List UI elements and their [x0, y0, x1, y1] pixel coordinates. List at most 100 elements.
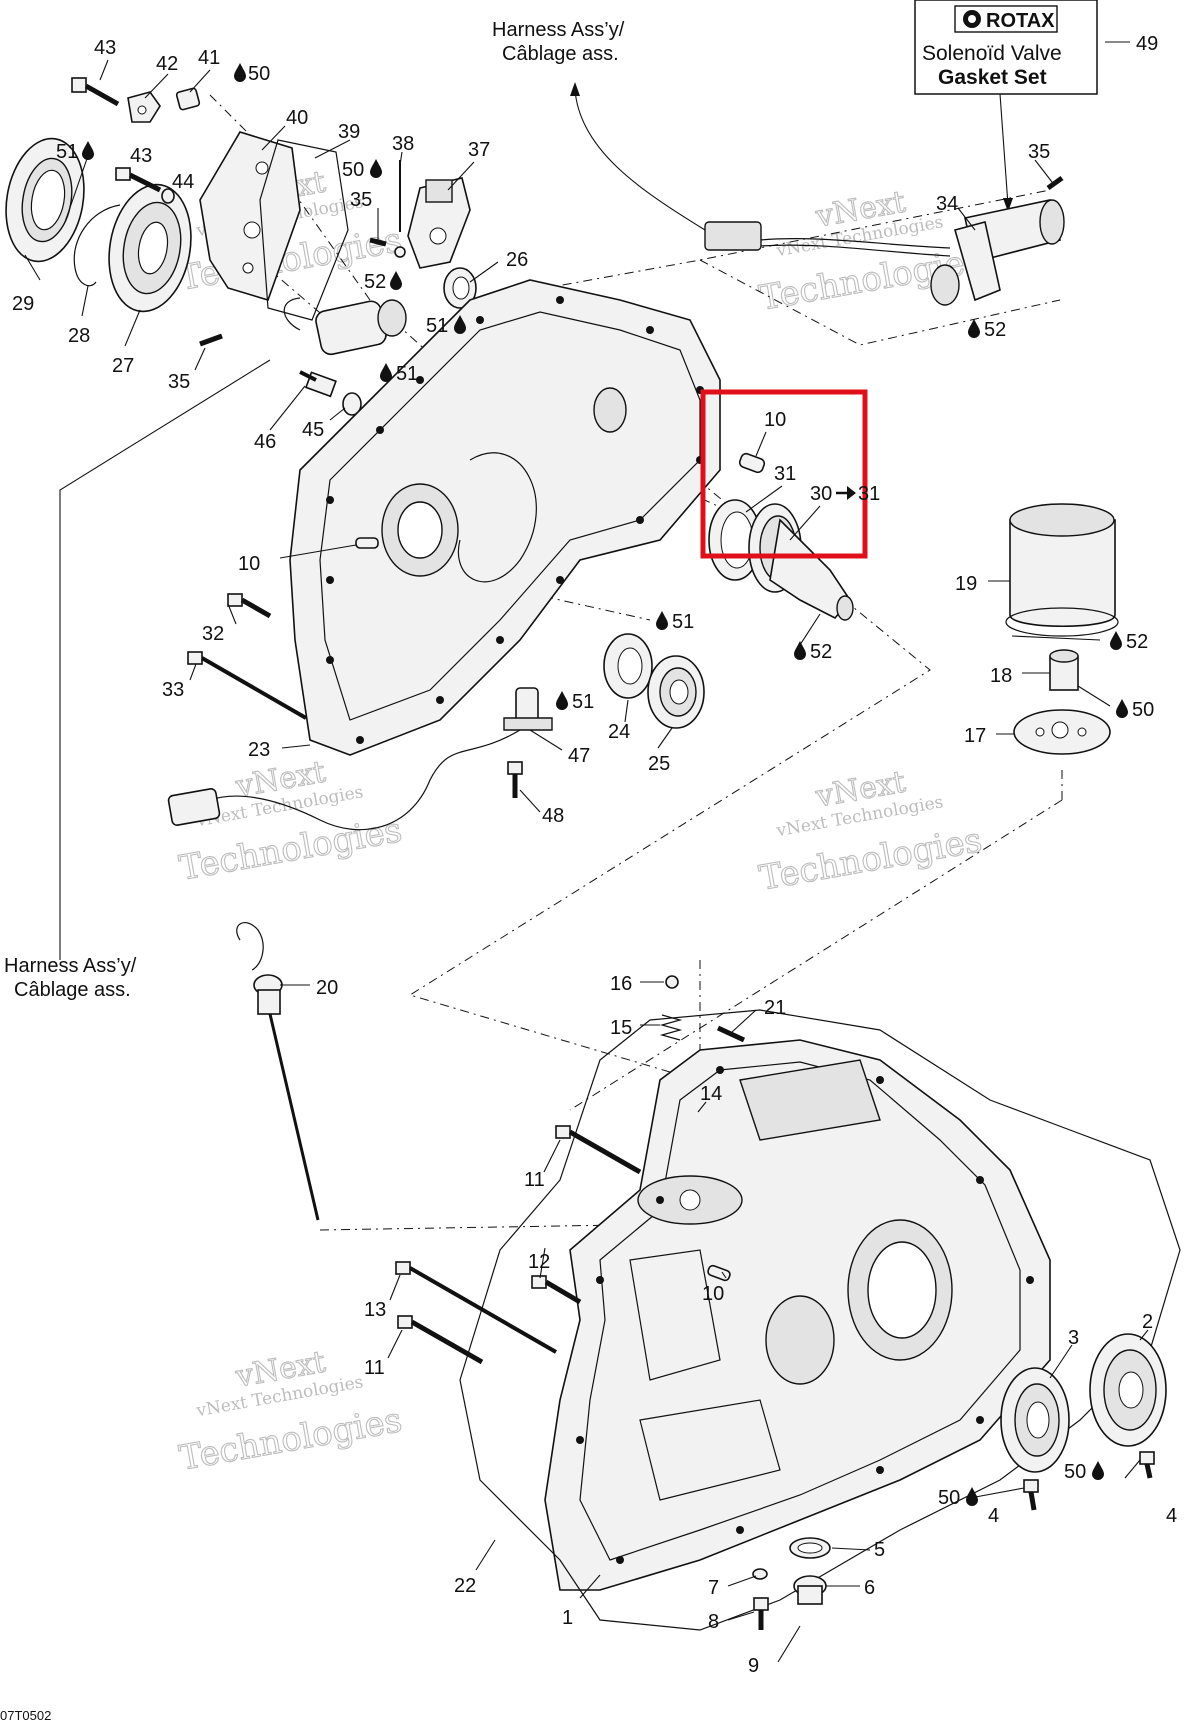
- oil-drop-icon: [556, 691, 568, 710]
- callout-42: 42: [156, 53, 178, 75]
- part-13-long-bolt: [395, 1261, 557, 1354]
- part-46-switch: [299, 370, 337, 398]
- part-16-ball: [665, 975, 679, 989]
- part-42-bracket: [127, 91, 161, 123]
- callout-16: 16: [610, 973, 632, 995]
- lube-50-b: 50: [342, 159, 364, 181]
- lube-51-a: 51: [56, 141, 78, 163]
- lube-52-d: 52: [1126, 631, 1148, 653]
- callout-15: 15: [610, 1017, 632, 1039]
- part-48-bolt: [507, 761, 523, 798]
- callout-35-c: 35: [1028, 141, 1050, 163]
- callout-26: 26: [506, 249, 528, 271]
- oil-drop-icon: [1110, 631, 1122, 650]
- harness-label-left: Harness Ass’y/ Câblage ass.: [4, 955, 137, 1001]
- callout-45: 45: [302, 419, 324, 441]
- callout-11-upper: 11: [524, 1169, 545, 1191]
- part-32-bolt: [227, 593, 272, 619]
- part-41-plug: [175, 87, 201, 111]
- callout-3: 3: [1068, 1327, 1079, 1349]
- watermark-bottom-left: vNext Technologies vNext Technologies: [176, 1344, 406, 1479]
- oil-drop-icon: [1116, 699, 1128, 718]
- callout-28: 28: [68, 325, 90, 347]
- callout-21: 21: [764, 997, 786, 1019]
- part-12-bolt: [531, 1275, 582, 1305]
- callout-47: 47: [568, 745, 590, 767]
- part-6-drain-plug: [793, 1575, 827, 1605]
- part-5-o-ring: [789, 1537, 831, 1559]
- part-30-shaft: [748, 503, 854, 621]
- part-43-bolt-lower: [115, 167, 162, 193]
- part-39-gasket: [259, 139, 349, 321]
- oil-drop-icon: [82, 141, 94, 160]
- callout-14: 14: [700, 1083, 722, 1105]
- part-47-speed-sensor: [503, 687, 553, 731]
- callout-34: 34: [936, 193, 958, 215]
- callout-7: 7: [708, 1577, 719, 1599]
- part-34-solenoid-valve: [704, 199, 1065, 306]
- callout-10-highlight: 10: [764, 409, 786, 431]
- callout-5: 5: [874, 1539, 885, 1561]
- lube-marks: 50 51 50 52 51 51 52 51 51 52 52 50 50 5…: [56, 63, 1154, 1509]
- callout-17: 17: [964, 725, 986, 747]
- callout-13: 13: [364, 1299, 386, 1321]
- callout-4-b: 4: [1166, 1505, 1177, 1527]
- arrow-right-icon: [836, 486, 856, 500]
- lube-51-c: 51: [396, 363, 418, 385]
- oil-drop-icon: [380, 363, 392, 382]
- oil-drop-icon: [1092, 1461, 1104, 1480]
- callout-6: 6: [864, 1577, 875, 1599]
- callout-40: 40: [286, 107, 308, 129]
- part-35-screw-c: [1046, 175, 1064, 191]
- callout-39: 39: [338, 121, 360, 143]
- callout-labels: 43 42 41 40 39 38 37 43 44 35 26 29 28 2…: [12, 33, 1177, 1677]
- part-18-fitting: [1049, 649, 1079, 691]
- callout-33: 33: [162, 679, 184, 701]
- part-35-screw-b: [199, 333, 223, 347]
- callout-2: 2: [1142, 1311, 1153, 1333]
- highlight-box-30-31: 10 31 30 31: [700, 389, 880, 559]
- lube-50-c: 50: [1132, 699, 1154, 721]
- solenoid-left: [283, 297, 407, 356]
- part-8-screw: [753, 1597, 769, 1630]
- callout-46: 46: [254, 431, 276, 453]
- part-33-long-bolt: [187, 651, 307, 720]
- harness-label-top: Harness Ass’y/ Câblage ass.: [492, 19, 625, 65]
- part-4-screw-b: [1139, 1451, 1155, 1479]
- part-43-bolt-upper: [71, 77, 120, 107]
- lube-52-c: 52: [810, 641, 832, 663]
- callout-49: 49: [1136, 33, 1158, 55]
- svg-text:Solenoïd Valve: Solenoïd Valve: [922, 42, 1062, 65]
- callout-43-upper: 43: [94, 37, 116, 59]
- callout-27: 27: [112, 355, 134, 377]
- svg-text:ROTAX: ROTAX: [986, 10, 1055, 32]
- callout-31-highlight: 31: [774, 463, 796, 485]
- callout-9: 9: [748, 1655, 759, 1677]
- callout-12: 12: [528, 1251, 550, 1273]
- part-3-bearing: [1000, 1367, 1070, 1473]
- sensor-wire-harness: [167, 729, 521, 831]
- callout-32: 32: [202, 623, 224, 645]
- callout-29: 29: [12, 293, 34, 315]
- part-26-seal: [443, 267, 477, 309]
- lube-50-d: 50: [938, 1487, 960, 1509]
- part-19-oil-filter: [1005, 503, 1119, 637]
- callout-18: 18: [990, 665, 1012, 687]
- part-20-dipstick: [236, 922, 320, 1221]
- part-29-oil-seal: [5, 137, 85, 263]
- part-24-seal: [603, 633, 653, 699]
- svg-text:Gasket Set: Gasket Set: [938, 66, 1047, 89]
- callout-25: 25: [648, 753, 670, 775]
- lube-51-b: 51: [426, 315, 448, 337]
- part-27-ball-bearing: [108, 183, 192, 313]
- part-23-crankcase-cover: [289, 279, 721, 756]
- watermark-mid-right: vNext Technologies vNext Technologies: [756, 764, 986, 899]
- svg-text:Harness Ass’y/: Harness Ass’y/: [492, 19, 625, 41]
- part-40-plate: [199, 131, 301, 301]
- callout-8: 8: [708, 1611, 719, 1633]
- oil-drop-icon: [390, 271, 402, 290]
- callout-leaders: [24, 59, 1149, 1663]
- part-25-bearing: [647, 655, 705, 729]
- oil-drop-icon: [656, 611, 668, 630]
